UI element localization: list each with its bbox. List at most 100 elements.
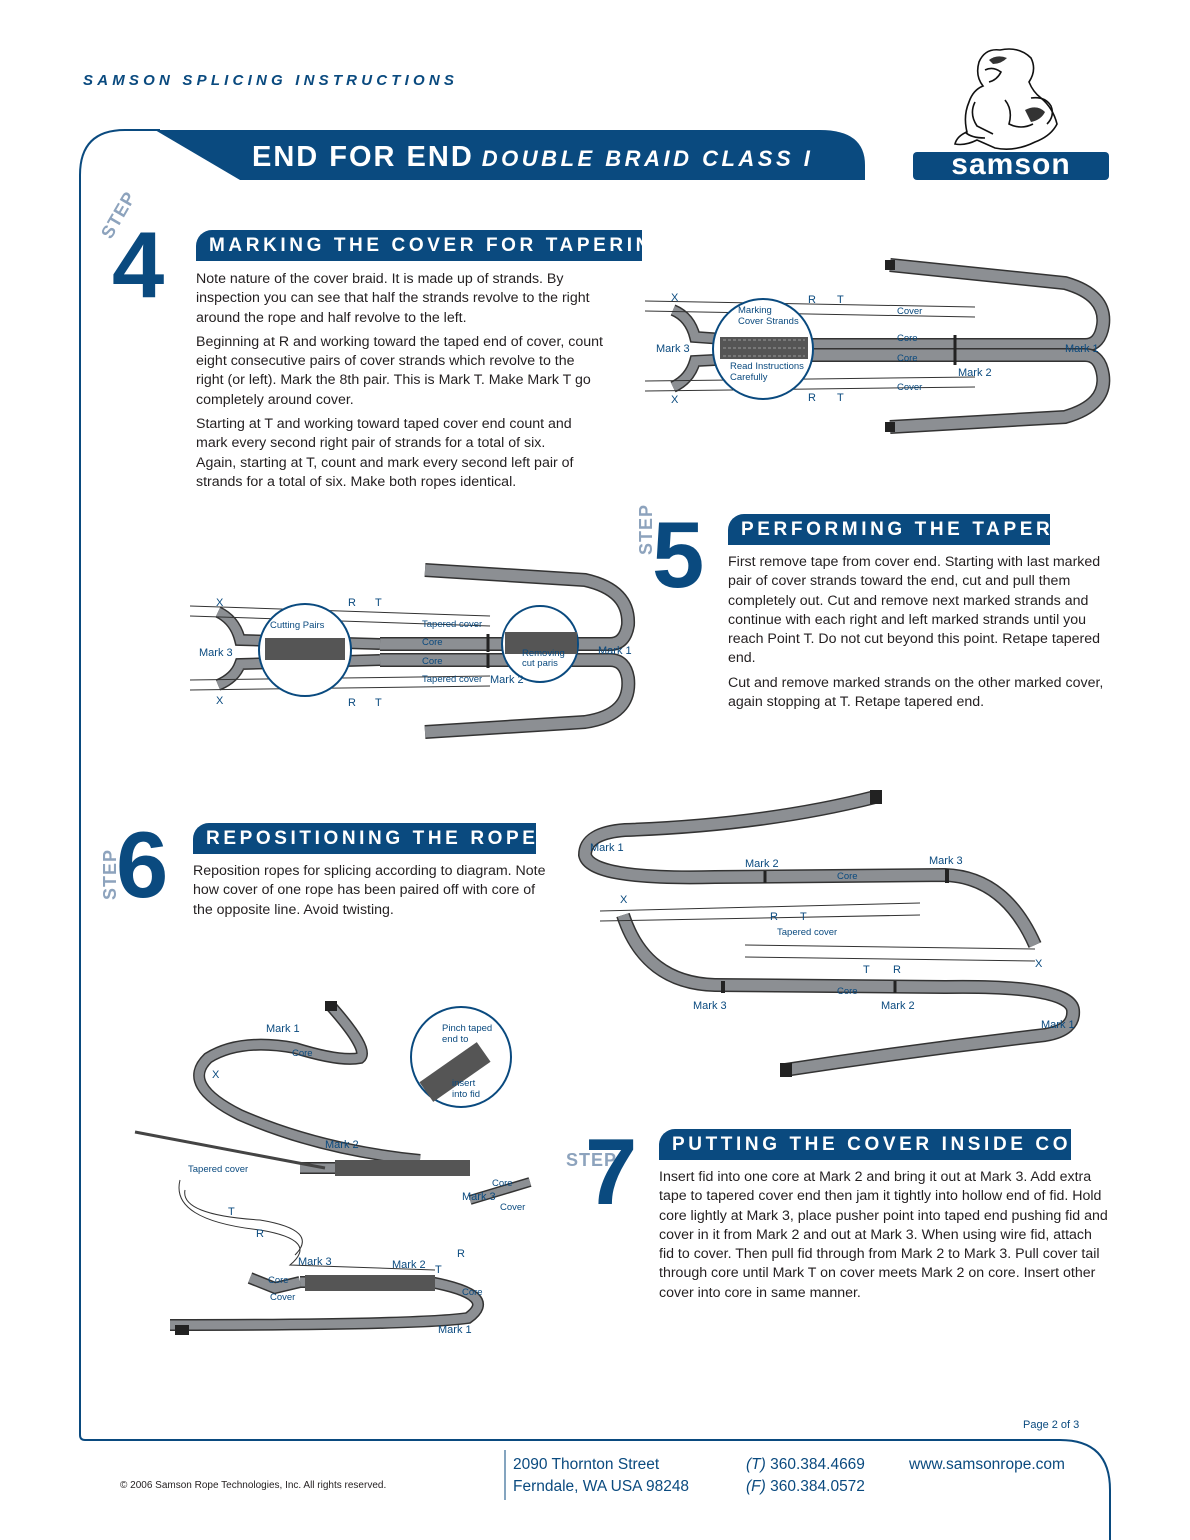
step-4-para-2: Beginning at R and working toward the ta… xyxy=(196,333,603,408)
fig7-core-left: Core xyxy=(268,1275,289,1286)
fig6-mark1-top: Mark 1 xyxy=(590,842,624,854)
figure-step-7: Mark 1 Core X Mark 2 Tapered cover Mark … xyxy=(134,1001,532,1336)
fig7-core-top: Core xyxy=(292,1048,313,1059)
step-5-body: First remove tape from cover end. Starti… xyxy=(728,553,1106,717)
fig4-cover-bottom: Cover xyxy=(897,382,922,393)
fig7-core-bottom: Core xyxy=(462,1287,483,1298)
fig6-t-top: T xyxy=(800,911,807,923)
fig4-mark2: Mark 2 xyxy=(958,367,992,379)
copyright: © 2006 Samson Rope Technologies, Inc. Al… xyxy=(120,1480,387,1491)
address-line-2: Ferndale, WA USA 98248 xyxy=(513,1478,690,1495)
fig5-r-top: R xyxy=(348,597,356,609)
step-5-para-2: Cut and remove marked strands on the oth… xyxy=(728,674,1104,711)
fig7-mark1-bottom: Mark 1 xyxy=(438,1324,472,1336)
series-title: SAMSON SPLICING INSTRUCTIONS xyxy=(83,72,459,89)
fig5-removing: Removing xyxy=(522,648,565,659)
step-7-number: 7 xyxy=(585,1119,638,1224)
fig7-x: X xyxy=(212,1069,220,1081)
fig4-inset-top: Marking xyxy=(738,305,772,316)
fig7-mark2-bottom: Mark 2 xyxy=(392,1259,426,1271)
step-7-para-1: Insert fid into one core at Mark 2 and b… xyxy=(659,1169,1108,1301)
fig4-x-top: X xyxy=(671,292,679,304)
fig6-mark2-bottom: Mark 2 xyxy=(881,1000,915,1012)
fig5-x-bottom: X xyxy=(216,695,224,707)
fig4-inset-bottom2: Carefully xyxy=(730,372,768,383)
fig5-r-bottom: R xyxy=(348,697,356,709)
address-block: 2090 Thornton Street Ferndale, WA USA 98… xyxy=(513,1454,689,1498)
fig6-t-bottom: T xyxy=(863,964,870,976)
step-4-para-1: Note nature of the cover braid. It is ma… xyxy=(196,271,590,326)
step-5-heading: PERFORMING THE TAPER xyxy=(728,514,1050,545)
fig7-cover-right: Cover xyxy=(500,1202,525,1213)
fig6-mark3-bottom: Mark 3 xyxy=(693,1000,727,1012)
banner-main: END FOR END xyxy=(252,141,474,173)
fig7-tapered-cover: Tapered cover xyxy=(188,1164,248,1175)
banner-subtitle: DOUBLE BRAID CLASS I xyxy=(481,146,814,171)
phone-number: 360.384.4669 xyxy=(770,1456,865,1473)
samson-logo: samson xyxy=(905,40,1115,190)
banner-title: END FOR END DOUBLE BRAID CLASS I xyxy=(252,141,813,174)
fig5-core-top: Core xyxy=(422,637,443,648)
fig7-mark1-top: Mark 1 xyxy=(266,1023,300,1035)
fig4-core-bottom: Core xyxy=(897,353,918,364)
step-4-body: Note nature of the cover braid. It is ma… xyxy=(196,270,606,497)
step-4-para-3: Starting at T and working toward taped c… xyxy=(196,416,574,490)
fig5-tapered-bottom: Tapered cover xyxy=(422,674,482,685)
fig5-mark3: Mark 3 xyxy=(199,647,233,659)
fig5-t-top: T xyxy=(375,597,382,609)
fig4-inset-bottom: Read Instructions xyxy=(730,361,804,372)
fig4-r-top: R xyxy=(808,294,816,306)
figure-step-5: X X R T R T Mark 3 Mark 1 Mark 2 Tapered… xyxy=(190,563,636,739)
step-7-word: STEP xyxy=(566,1150,618,1170)
fig6-mark3-top: Mark 3 xyxy=(929,855,963,867)
title-banner xyxy=(155,130,865,180)
fig4-t-top: T xyxy=(837,294,844,306)
fig7-insert1: insert xyxy=(452,1078,476,1089)
fig5-cutting-pairs: Cutting Pairs xyxy=(270,620,325,631)
fig7-core-right: Core xyxy=(492,1178,513,1189)
fig7-r-bottom: R xyxy=(457,1248,465,1260)
fig7-mark3-bottom: Mark 3 xyxy=(298,1256,332,1268)
fig4-cover-top: Cover xyxy=(897,306,922,317)
fig6-r-bottom: R xyxy=(893,964,901,976)
step-6-para-1: Reposition ropes for splicing according … xyxy=(193,863,546,918)
fig5-core-bottom: Core xyxy=(422,656,443,667)
fax-label: (F) xyxy=(746,1478,766,1495)
fig6-tapered-cover: Tapered cover xyxy=(777,927,837,938)
logo-wordmark: samson xyxy=(951,148,1070,181)
fig5-cut-pairs: cut paris xyxy=(522,658,558,669)
fig6-r-top: R xyxy=(770,911,778,923)
fig6-x-right: X xyxy=(1035,958,1043,970)
fig7-r-left: R xyxy=(256,1228,264,1240)
contact-block: (T) 360.384.4669 (F) 360.384.0572 xyxy=(746,1454,865,1498)
step-6-body: Reposition ropes for splicing according … xyxy=(193,862,553,925)
step-7-body: Insert fid into one core at Mark 2 and b… xyxy=(659,1168,1109,1308)
fig4-inset-top2: Cover Strands xyxy=(738,316,799,327)
fig7-insert2: into fid xyxy=(452,1089,480,1100)
fig4-mark3: Mark 3 xyxy=(656,343,690,355)
website-link[interactable]: www.samsonrope.com xyxy=(909,1456,1065,1473)
fig4-r-bottom: R xyxy=(808,392,816,404)
fig7-t-bottom: T xyxy=(435,1264,442,1276)
fig7-t-left: T xyxy=(228,1206,235,1218)
fig5-tapered-top: Tapered cover xyxy=(422,619,482,630)
fig4-core-top: Core xyxy=(897,333,918,344)
fig7-cover-left: Cover xyxy=(270,1292,295,1303)
step-4-heading: MARKING THE COVER FOR TAPERING xyxy=(196,230,668,261)
samson-figure-icon: samson xyxy=(913,48,1109,181)
fig7-mark3-top: Mark 3 xyxy=(462,1191,496,1203)
fig5-mark1: Mark 1 xyxy=(598,645,632,657)
step-4-number: 4 xyxy=(112,212,165,317)
fig6-core-bottom: Core xyxy=(837,986,858,997)
step-5-para-1: First remove tape from cover end. Starti… xyxy=(728,554,1101,667)
figure-step-6: Mark 1 Mark 2 Mark 3 Core X R T Tapered … xyxy=(577,790,1081,1077)
figure-step-4: X X R T R T Mark 3 Mark 1 Mark 2 Cover C… xyxy=(645,258,1111,434)
step-5-number: 5 xyxy=(652,502,705,607)
fig4-x-bottom: X xyxy=(671,394,679,406)
fax-line: (F) 360.384.0572 xyxy=(746,1476,865,1498)
fax-number: 360.384.0572 xyxy=(770,1478,865,1495)
fig4-mark1: Mark 1 xyxy=(1065,343,1099,355)
step-7-heading: PUTTING THE COVER INSIDE CORE xyxy=(659,1129,1101,1160)
phone-label: (T) xyxy=(746,1456,766,1473)
